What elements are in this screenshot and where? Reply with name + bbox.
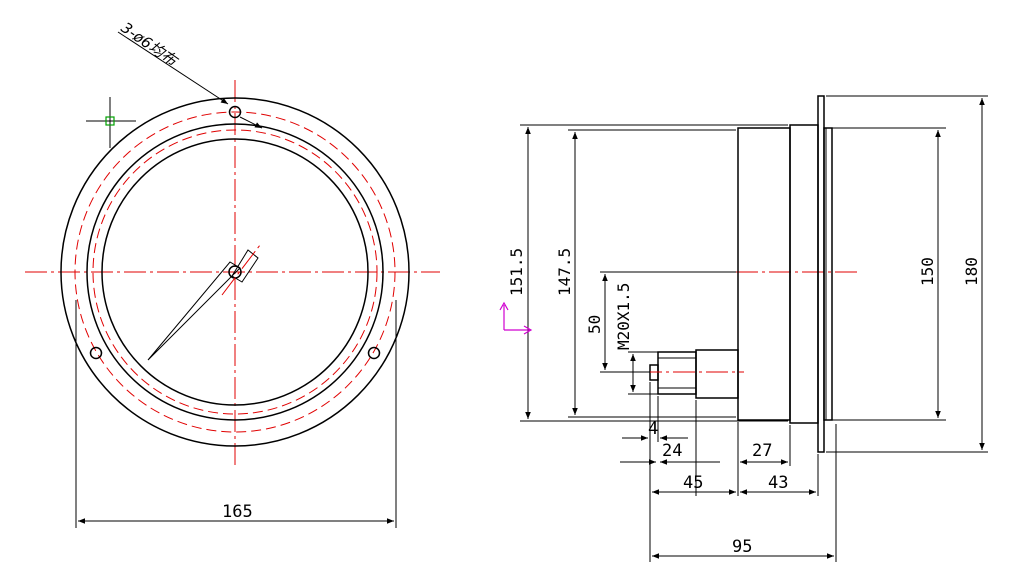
dim-text-45: 45: [683, 473, 703, 493]
bolt-hole-top: [228, 105, 242, 119]
front-view: 3-ø6均布 165: [25, 19, 440, 528]
dim-text-4: 4: [648, 419, 658, 439]
dim-text-27: 27: [752, 441, 772, 461]
bolt-hole-left: [89, 346, 103, 360]
bezel: [789, 124, 819, 424]
dim-text-147-5: 147.5: [555, 248, 574, 296]
bolt-hole-callout: 3-ø6均布: [118, 19, 182, 71]
dim-text-151-5: 151.5: [507, 248, 526, 296]
dim-text-165: 165: [222, 502, 253, 522]
flange-lip: [823, 127, 833, 421]
bolt-circle: [74, 111, 396, 433]
case-body: [737, 127, 791, 421]
dial-circle: [101, 138, 369, 406]
callout-leader: [117, 31, 229, 105]
dim-text-180: 180: [962, 257, 981, 286]
case-outer-circle: [86, 123, 384, 421]
dim-text-95: 95: [732, 537, 752, 557]
dim-text-24: 24: [662, 441, 682, 461]
dim-text-50: 50: [585, 315, 604, 334]
callout-leader-2: [239, 116, 263, 129]
pointer-needle: [147, 244, 261, 361]
flange-outer-circle: [60, 97, 410, 447]
flange-plate: [817, 95, 825, 453]
ucs-icon: [499, 301, 533, 335]
dim-text-150: 150: [918, 257, 937, 286]
socket-hex: [695, 349, 739, 399]
dim-text-43: 43: [768, 473, 788, 493]
bolt-hole-right: [367, 346, 381, 360]
side-view: 151.5 147.5 50 M20X1.5 150 180 4: [499, 95, 988, 562]
cursor-crosshair: [86, 97, 136, 148]
window-dashed-circle: [92, 129, 378, 415]
dim-text-thread: M20X1.5: [614, 283, 633, 350]
